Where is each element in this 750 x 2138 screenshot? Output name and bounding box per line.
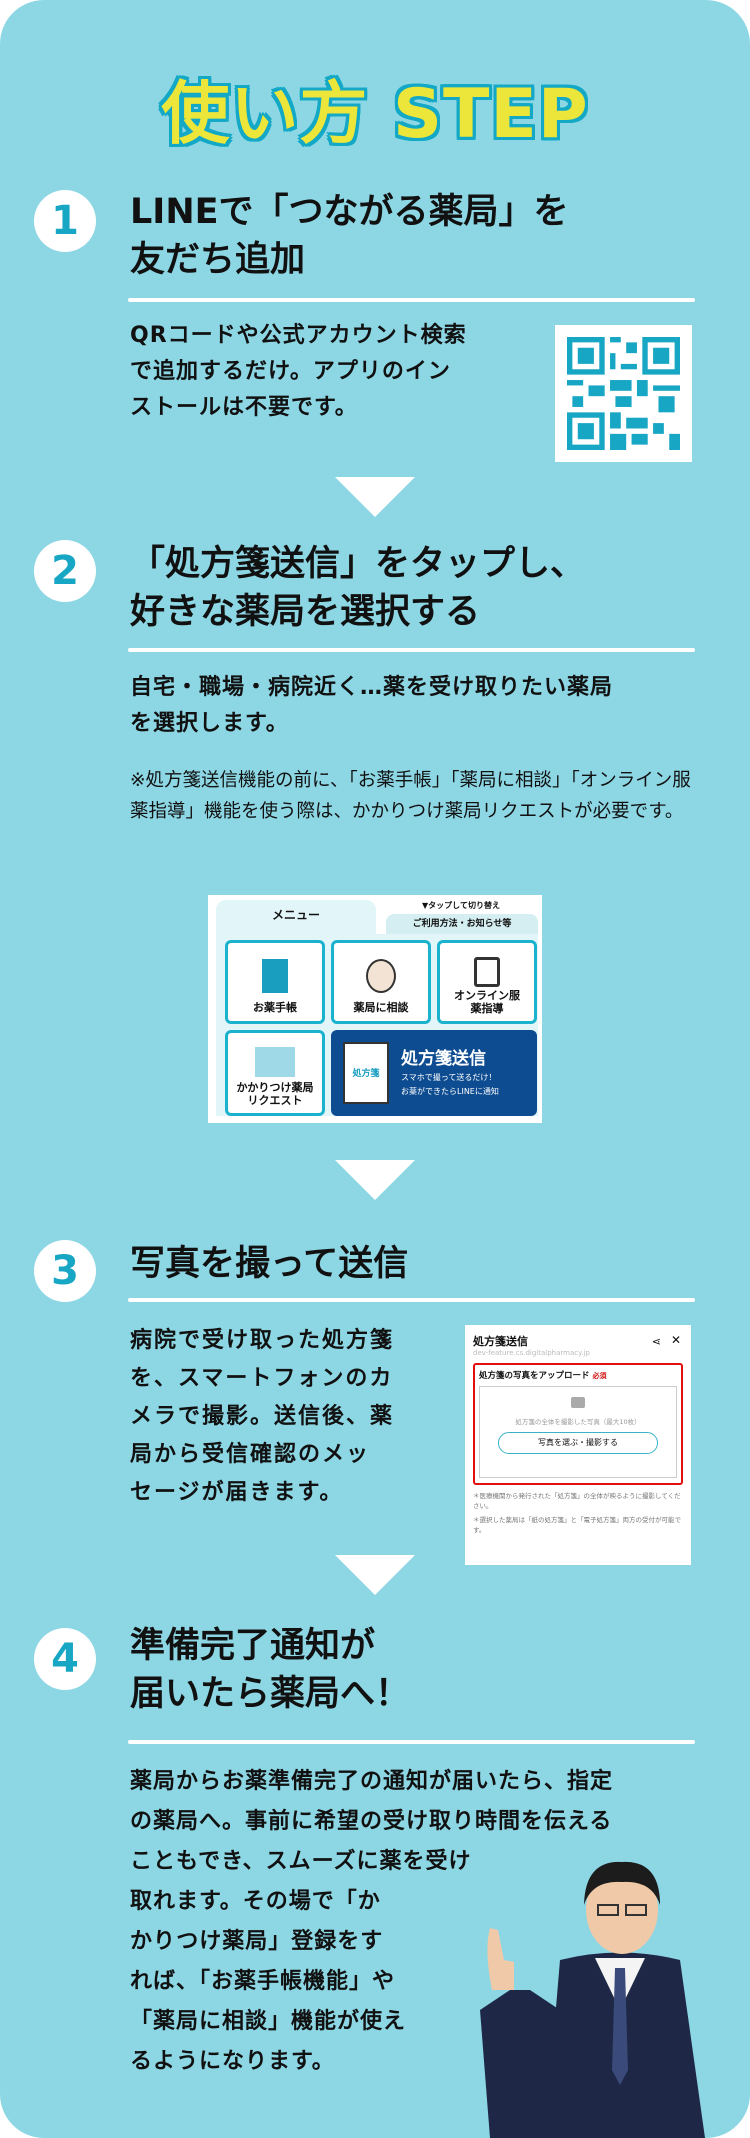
step-number-3: 3 [34, 1240, 96, 1302]
body-line: るようになります。 [130, 2049, 335, 2074]
upload-screenshot: 処方箋送信 dev-feature.cs.digitalpharmacy.jp … [465, 1325, 691, 1565]
body-line: 局から受信確認のメッ [130, 1442, 371, 1467]
phone-url: dev-feature.cs.digitalpharmacy.jp [473, 1349, 590, 1357]
menu-tile-prescription-send[interactable]: 処方箋 処方箋送信 スマホで撮って送るだけ！ お薬ができたらLINEに通知 [331, 1030, 537, 1116]
qr-code-icon [567, 337, 680, 450]
body-line: ストールは不要です。 [130, 395, 358, 420]
prescription-doc-icon: 処方箋 [343, 1042, 389, 1104]
divider [128, 1298, 695, 1302]
pharmacist-icon [366, 959, 396, 993]
step-arrow-icon [335, 477, 415, 517]
body-line: 薬局からお薬準備完了の通知が届いたら、指定 [130, 1769, 614, 1794]
upload-hint: 処方箋の全体を撮影した写真（最大10枚） [515, 1418, 641, 1426]
divider [128, 648, 695, 652]
menu-tile-online[interactable]: オンライン服薬指導 [437, 940, 537, 1024]
phone-note: ＊医療機関から発行された「処方箋」の全体が映るように撮影してください。 [473, 1492, 681, 1510]
page-title: 使い方 STEP [161, 75, 589, 154]
title-line: 友だち追加 [130, 240, 306, 280]
send-sub: お薬ができたらLINEに通知 [401, 1087, 499, 1096]
body-line: 自宅・職場・病院近く…薬を受け取りたい薬局 [130, 675, 614, 700]
phone-title: 処方箋送信 [473, 1335, 528, 1348]
step-2-body: 自宅・職場・病院近く…薬を受け取りたい薬局 を選択します。 [130, 670, 613, 742]
body-line: れば、「お薬手帳機能」や [130, 1969, 396, 1994]
body-line: を選択します。 [130, 711, 289, 736]
send-title: 処方箋送信 [401, 1049, 486, 1069]
upload-section: 処方箋の写真をアップロード 必須 処方箋の全体を撮影した写真（最大10枚） 写真… [473, 1363, 683, 1485]
body-line: を、スマートフォンのカ [130, 1366, 394, 1391]
title-line: 届いたら薬局へ！ [130, 1674, 411, 1714]
menu-tile-kakaritsuke[interactable]: かかりつけ薬局リクエスト [225, 1030, 325, 1116]
title-line: 準備完了通知が [130, 1626, 376, 1666]
title-line: 好きな薬局を選択する [130, 592, 481, 632]
pharmacy-icon [255, 1047, 295, 1077]
notebook-icon [262, 959, 288, 993]
body-line: かりつけ薬局」登録をす [130, 1929, 384, 1954]
body-line: メラで撮影。送信後、薬 [130, 1404, 395, 1429]
body-line: 取れます。その場で「か [130, 1889, 381, 1914]
step-arrow-icon [335, 1555, 415, 1595]
step-number-2: 2 [34, 540, 96, 602]
body-line: 病院で受け取った処方箋 [130, 1328, 395, 1353]
required-badge: 必須 [592, 1372, 607, 1380]
tile-label: 薬局に相談 [353, 1001, 409, 1014]
step-arrow-icon [335, 1160, 415, 1200]
smartphone-icon [474, 957, 500, 987]
tile-label: オンライン服薬指導 [454, 989, 520, 1015]
tab-menu[interactable]: メニュー [216, 900, 376, 936]
body-line: で追加するだけ。アプリのイン [130, 359, 451, 384]
step-1-body: QRコードや公式アカウント検索 で追加するだけ。アプリのイン ストールは不要です… [130, 318, 467, 426]
step-3-title: 写真を撮って送信 [130, 1240, 408, 1288]
close-icon[interactable]: ✕ [670, 1333, 681, 1347]
qr-code[interactable] [555, 325, 692, 462]
pharmacist-photo [480, 1861, 705, 2138]
tab-hint: ▼タップして切り替え [422, 901, 500, 910]
line-menu-screenshot: メニュー ▼タップして切り替え ご利用方法・お知らせ等 お薬手帳 薬局に相談 オ… [208, 895, 542, 1123]
share-icon[interactable]: ⋖ [651, 1335, 661, 1348]
step-number-4: 4 [34, 1628, 96, 1690]
camera-icon [571, 1397, 585, 1408]
step-2-title: 「処方箋送信」をタップし、 好きな薬局を選択する [130, 540, 585, 636]
step-number-1: 1 [34, 190, 96, 252]
body-line: 「薬局に相談」機能が使え [130, 2009, 407, 2034]
choose-photo-button[interactable]: 写真を選ぶ・撮影する [498, 1432, 658, 1454]
phone-note: ＊選択した薬局は「紙の処方箋」と「電子処方箋」両方の受付が可能です。 [473, 1516, 681, 1534]
title-line: 「処方箋送信」をタップし、 [130, 544, 586, 584]
tile-label: かかりつけ薬局リクエスト [236, 1081, 314, 1107]
step-4-title: 準備完了通知が 届いたら薬局へ！ [130, 1622, 410, 1718]
tab-info[interactable]: ご利用方法・お知らせ等 [386, 914, 538, 934]
body-line: QRコードや公式アカウント検索 [130, 323, 467, 348]
step-2-note: ※処方箋送信機能の前に、「お薬手帳」「薬局に相談」「オンライン服薬指導」機能を使… [130, 770, 691, 822]
step-1-title: LINEで「つながる薬局」を 友だち追加 [130, 188, 569, 284]
body-line: の薬局へ。事前に希望の受け取り時間を伝える [130, 1809, 613, 1834]
upload-label: 処方箋の写真をアップロード [479, 1371, 590, 1381]
send-sub: スマホで撮って送るだけ！ [401, 1073, 497, 1082]
menu-tile-consult[interactable]: 薬局に相談 [331, 940, 431, 1024]
body-line: セージが届きます。 [130, 1480, 344, 1505]
menu-tile-medicine-notebook[interactable]: お薬手帳 [225, 940, 325, 1024]
divider [128, 298, 695, 302]
title-line: LINEで「つながる薬局」を [130, 192, 569, 232]
title-line: 写真を撮って送信 [130, 1244, 409, 1284]
divider [128, 1740, 695, 1744]
tile-label: お薬手帳 [253, 1001, 297, 1014]
body-line: こともでき、スムーズに薬を受け [130, 1849, 472, 1874]
step-3-body: 病院で受け取った処方箋 を、スマートフォンのカ メラで撮影。送信後、薬 局から受… [130, 1322, 394, 1512]
step-4-body: 薬局からお薬準備完了の通知が届いたら、指定 の薬局へ。事前に希望の受け取り時間を… [130, 1762, 613, 2082]
